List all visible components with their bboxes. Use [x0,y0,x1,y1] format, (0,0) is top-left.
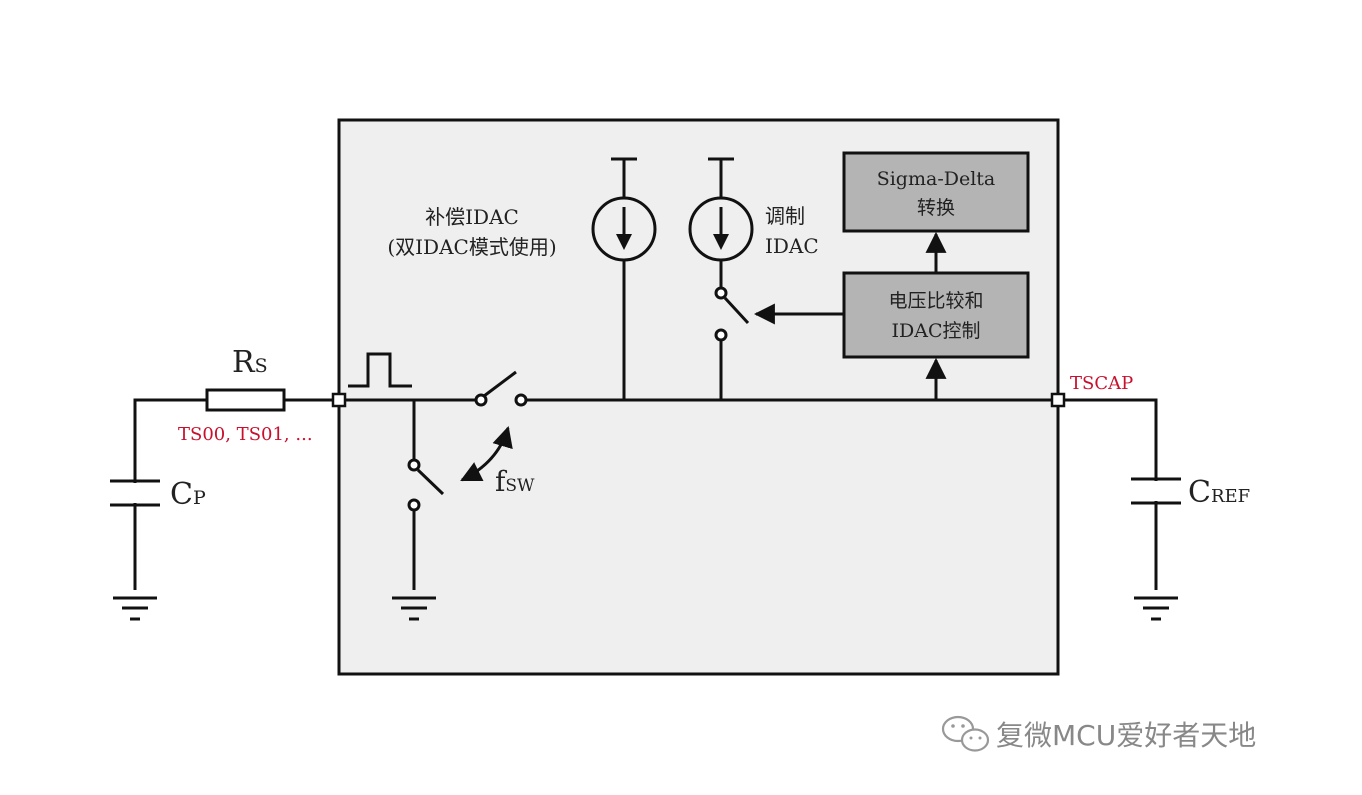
comparator-control-block [842,271,1030,359]
ground-icon [113,596,157,621]
external-right-circuit [1064,398,1181,590]
label-mod-idac-line2: IDAC [765,234,819,258]
external-left-circuit [110,398,334,590]
resistor-rs [205,388,286,412]
label-fsw: fSW [495,465,535,498]
fsw-toggle-arrow [460,425,513,482]
label-comp-idac-line2: (双IDAC模式使用) [387,235,556,259]
label-comp-idac-line1: 补偿IDAC [425,205,519,229]
clock-pulse-icon [348,352,412,388]
label-sigma-delta-line1: Sigma-Delta [877,168,996,190]
label-comparator-line1: 电压比较和 [888,290,983,312]
current-source-compensation-icon [591,157,657,400]
ground-icon [1134,596,1178,621]
label-comparator-line2: IDAC控制 [892,320,981,342]
label-rs: RS [232,345,268,380]
label-tscap: TSCAP [1070,373,1133,394]
pin-ts [331,392,347,408]
label-sigma-delta-line2: 转换 [917,197,955,219]
current-source-modulation-icon [688,157,754,400]
label-cref: CREF [1188,475,1250,510]
ground-icon [392,596,436,621]
switch-series [474,370,528,407]
wechat-icon [941,715,990,752]
pin-tscap [1050,392,1066,408]
label-mod-idac-line1: 调制 [765,204,805,228]
watermark-text: 复微MCU爱好者天地 [996,719,1256,752]
sigma-delta-block [842,151,1030,233]
switch-idac [714,286,750,342]
switch-discharge [407,458,445,512]
label-cp: CP [170,477,206,512]
label-ts-pins: TS00, TS01, ... [178,424,313,445]
